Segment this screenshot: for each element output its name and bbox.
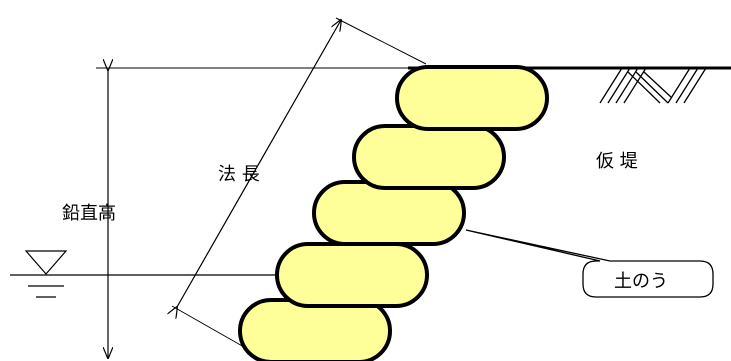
slope-ext-top [335,17,427,65]
earth-hatch-icon [599,67,707,104]
sandbag-2 [275,242,429,308]
embankment-label: 仮 堤 [596,151,638,172]
sandbag-4 [352,124,506,190]
water-level-icon [10,250,280,298]
sandbag-3 [312,180,466,246]
slope-length-label: 法 長 [218,164,260,185]
sandbag-1 [238,298,392,361]
vertical-height-label: 鉛直高 [62,203,116,224]
sandbag-stack [238,65,549,361]
sandbag-callout [465,229,714,298]
slope-ext-bottom [171,305,245,348]
sandbag-5 [395,65,549,131]
sandbag-label: 土のう [614,271,668,292]
slope-length-dimension [177,20,341,307]
